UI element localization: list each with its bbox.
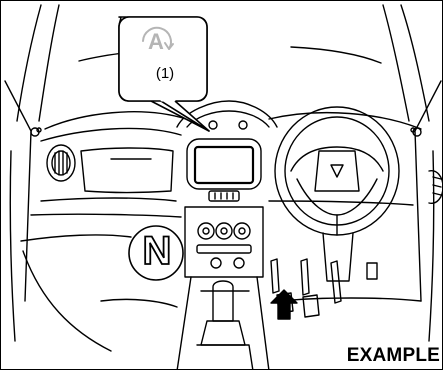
- windshield-frame: [17, 5, 429, 121]
- infotainment-screen: [187, 139, 261, 201]
- right-air-vent: [429, 171, 443, 204]
- left-air-vent: [47, 145, 75, 181]
- gear-indicator-letter: N: [139, 229, 175, 274]
- example-caption: EXAMPLE: [343, 343, 442, 367]
- pointer-arrow: [271, 290, 297, 319]
- steering-wheel: [275, 107, 399, 235]
- callout-label: (1): [121, 65, 209, 82]
- auto-stop-symbol-letter: A: [141, 29, 171, 55]
- gear-lever: [193, 281, 253, 370]
